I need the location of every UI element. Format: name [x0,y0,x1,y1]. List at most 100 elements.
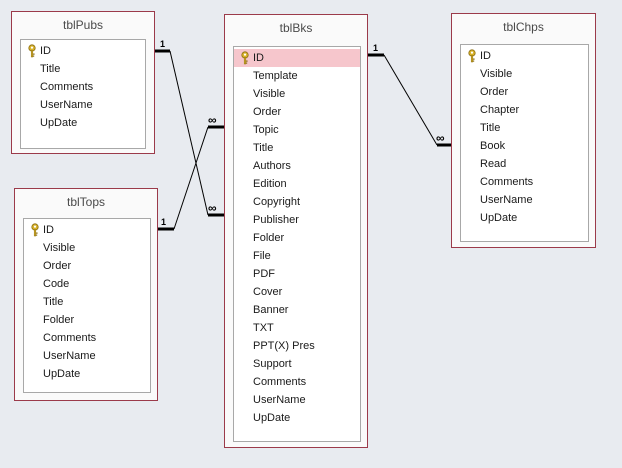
primary-key-icon [241,51,249,65]
field-authors[interactable]: Authors [234,157,360,175]
field-comments[interactable]: Comments [234,373,360,391]
field-label: Chapter [480,104,520,116]
field-label: Order [253,106,282,118]
field-label: UserName [40,99,93,111]
field-edition[interactable]: Edition [234,175,360,193]
primary-key-icon [468,49,476,63]
field-label: Title [43,296,64,308]
relationship-tops-bks[interactable]: 1 ∞ [158,113,224,231]
field-banner[interactable]: Banner [234,301,360,319]
field-id[interactable]: ID [234,49,360,67]
field-label: UserName [253,394,306,406]
field-label: Comments [480,176,534,188]
field-label: File [253,250,271,262]
field-update[interactable]: UpDate [24,365,150,383]
field-book[interactable]: Book [461,137,588,155]
relationship-pubs-bks[interactable]: 1 ∞ [155,39,224,217]
field-comments[interactable]: Comments [461,173,588,191]
field-order[interactable]: Order [461,83,588,101]
field-label: Comments [40,81,94,93]
primary-key-icon [31,223,39,237]
field-title[interactable]: Title [21,60,145,78]
field-publisher[interactable]: Publisher [234,211,360,229]
field-chapter[interactable]: Chapter [461,101,588,119]
field-visible[interactable]: Visible [24,239,150,257]
field-username[interactable]: UserName [234,391,360,409]
field-label: Authors [253,160,291,172]
field-label: Title [40,63,61,75]
field-label: Visible [43,242,76,254]
field-file[interactable]: File [234,247,360,265]
table-title: tblBks [279,21,313,35]
field-label: ID [40,45,51,57]
field-label: Folder [43,314,75,326]
field-support[interactable]: Support [234,355,360,373]
one-label: 1 [373,43,378,53]
field-template[interactable]: Template [234,67,360,85]
field-update[interactable]: UpDate [461,209,588,227]
many-label: ∞ [208,201,217,215]
field-order[interactable]: Order [24,257,150,275]
field-label: ID [253,52,264,64]
field-label: Book [480,140,506,152]
field-update[interactable]: UpDate [21,114,145,132]
relationship-bks-chps[interactable]: 1 ∞ [368,43,451,147]
field-order[interactable]: Order [234,103,360,121]
field-title[interactable]: Title [24,293,150,311]
table-title: tblChps [503,20,544,34]
one-label: 1 [160,39,165,49]
field-read[interactable]: Read [461,155,588,173]
table-title: tblTops [66,195,106,209]
field-txt[interactable]: TXT [234,319,360,337]
field-label: Topic [253,124,279,136]
field-label: TXT [253,322,274,334]
field-folder[interactable]: Folder [234,229,360,247]
field-username[interactable]: UserName [461,191,588,209]
field-ppt-x-pres[interactable]: PPT(X) Pres [234,337,360,355]
field-comments[interactable]: Comments [24,329,150,347]
field-label: Cover [253,286,283,298]
field-comments[interactable]: Comments [21,78,145,96]
field-label: PPT(X) Pres [253,340,315,352]
table-title: tblPubs [62,18,104,32]
field-folder[interactable]: Folder [24,311,150,329]
field-id[interactable]: ID [24,221,150,239]
field-title[interactable]: Title [461,119,588,137]
field-username[interactable]: UserName [24,347,150,365]
field-label: UpDate [253,412,291,424]
many-label: ∞ [208,113,217,127]
field-label: Title [480,122,501,134]
field-label: Visible [253,88,286,100]
field-username[interactable]: UserName [21,96,145,114]
field-label: Title [253,142,274,154]
field-pdf[interactable]: PDF [234,265,360,283]
field-visible[interactable]: Visible [461,65,588,83]
field-label: UpDate [40,117,78,129]
field-label: Banner [253,304,289,316]
field-id[interactable]: ID [461,47,588,65]
field-label: Comments [253,376,307,388]
field-copyright[interactable]: Copyright [234,193,360,211]
field-cover[interactable]: Cover [234,283,360,301]
field-label: Publisher [253,214,299,226]
field-label: Support [253,358,292,370]
field-visible[interactable]: Visible [234,85,360,103]
field-topic[interactable]: Topic [234,121,360,139]
field-id[interactable]: ID [21,42,145,60]
field-label: UserName [480,194,533,206]
one-label: 1 [161,217,166,227]
field-code[interactable]: Code [24,275,150,293]
field-label: Code [43,278,70,290]
field-update[interactable]: UpDate [234,409,360,427]
field-label: PDF [253,268,275,280]
field-title[interactable]: Title [234,139,360,157]
field-label: UpDate [43,368,81,380]
